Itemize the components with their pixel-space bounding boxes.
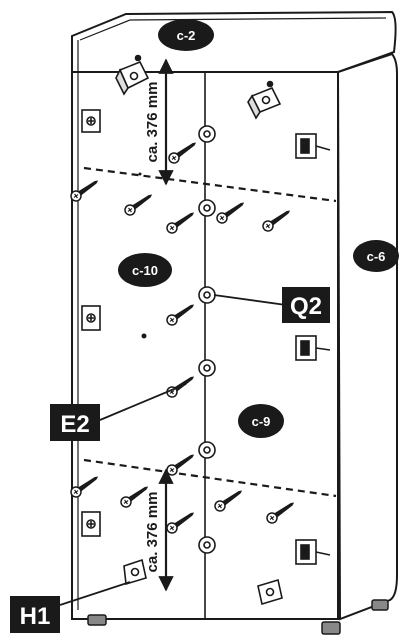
- svg-text:c-6: c-6: [367, 249, 386, 264]
- clip-right-3: [295, 539, 331, 565]
- svg-text:c-2: c-2: [177, 28, 196, 43]
- clip-left-2: [81, 305, 101, 331]
- cabinet-outline: [71, 10, 398, 621]
- screw-icon: [166, 212, 195, 234]
- dimension-top-label: ca. 376 mm: [144, 82, 161, 163]
- cam-fitting: [198, 286, 216, 304]
- cam-fitting: [198, 125, 216, 143]
- callout-c6: c-6: [353, 240, 399, 272]
- bracket-bottom-left: [123, 558, 147, 586]
- cam-fitting: [198, 199, 216, 217]
- label-q2: Q2: [282, 287, 330, 323]
- dimension-top: ca. 376 mm: [144, 58, 174, 186]
- cam-fitting: [198, 536, 216, 554]
- screw-icon: [120, 486, 149, 508]
- screw-icon: [166, 304, 195, 326]
- e2-leader: [99, 383, 187, 421]
- top-panel: [71, 10, 397, 73]
- bracket-top-right: [247, 80, 282, 120]
- callout-c9: c-9: [238, 404, 284, 438]
- cabinet-feet: [87, 599, 389, 635]
- label-h1: H1: [10, 596, 60, 633]
- clip-left-3: [81, 511, 101, 537]
- cam-fittings: [198, 125, 216, 554]
- screw-icon: [124, 194, 153, 216]
- side-panel: [336, 52, 398, 621]
- dimension-bottom: ca. 376 mm: [144, 468, 174, 592]
- svg-text:c-9: c-9: [252, 414, 271, 429]
- screw-icon: [262, 210, 291, 232]
- side-clips: [81, 109, 331, 565]
- h1-leader: [59, 581, 131, 606]
- callout-c10: c-10: [118, 253, 172, 287]
- screw-icon: [216, 202, 245, 224]
- svg-text:Q2: Q2: [290, 293, 322, 320]
- clip-left-1: [81, 109, 101, 133]
- hole-marks: [138, 172, 147, 339]
- screw-icon: [70, 476, 99, 498]
- svg-text:E2: E2: [60, 411, 89, 438]
- cam-fitting: [198, 441, 216, 459]
- callout-c2: c-2: [158, 19, 214, 51]
- clip-right-2: [295, 335, 331, 361]
- svg-text:c-10: c-10: [132, 263, 158, 278]
- svg-text:H1: H1: [20, 603, 51, 630]
- screw-icon: [214, 490, 243, 512]
- cam-fitting: [198, 359, 216, 377]
- bracket-bottom-right: [257, 578, 283, 606]
- bracket-top-left: [115, 54, 150, 96]
- screw-icon: [266, 502, 295, 524]
- shelf-lines: [83, 166, 337, 498]
- dimension-bottom-label: ca. 376 mm: [144, 492, 161, 573]
- label-e2: E2: [50, 404, 100, 441]
- clip-right-1: [295, 133, 331, 159]
- q2-leader: [213, 294, 287, 306]
- corner-brackets: [115, 54, 283, 606]
- screw-icon: [70, 180, 99, 202]
